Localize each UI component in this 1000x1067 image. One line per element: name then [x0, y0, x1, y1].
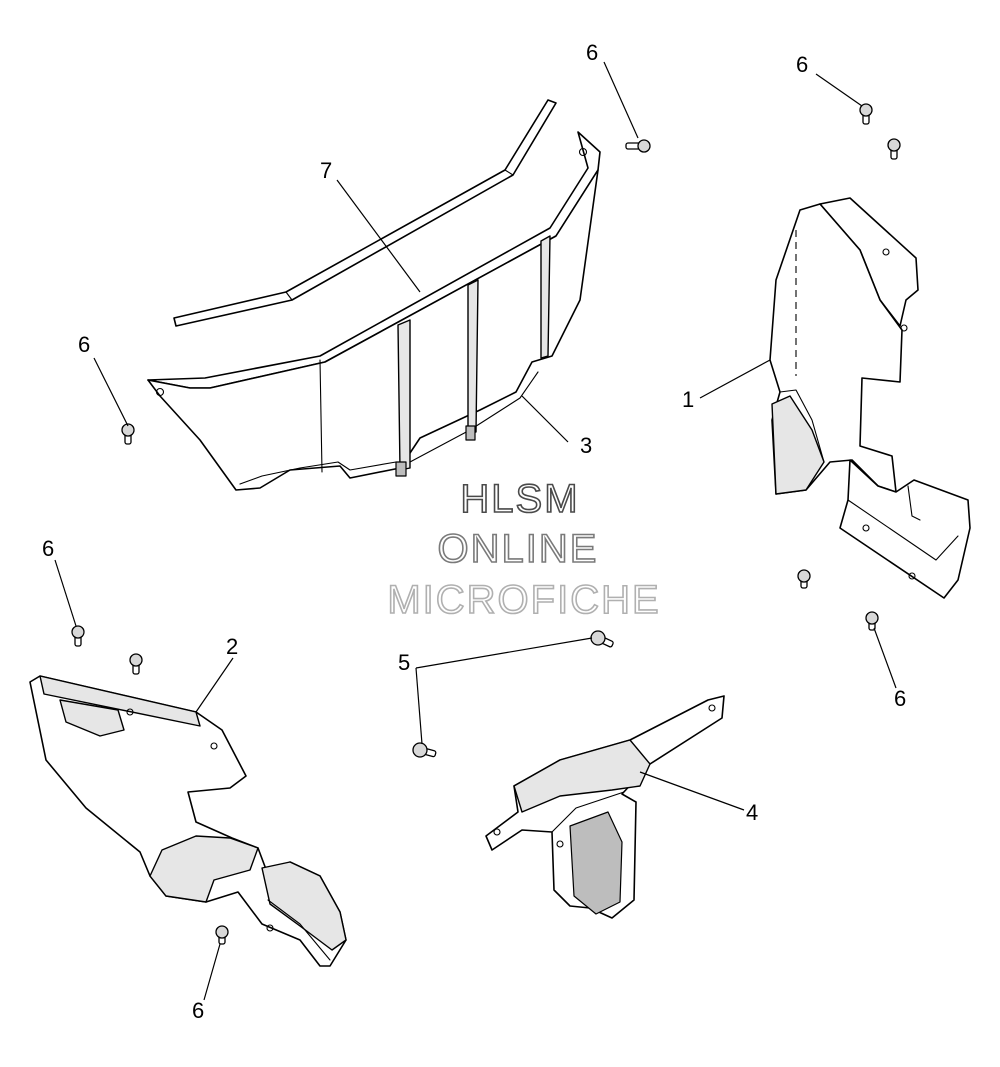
callout-6-left: 6	[78, 332, 90, 357]
part-4-lower-bracket	[485, 695, 725, 919]
fastener-6-a	[625, 139, 651, 153]
part-7-trim-strip	[173, 99, 557, 327]
fastener-6-h	[865, 611, 879, 631]
callout-6-top: 6	[586, 40, 598, 65]
fastener-6-e	[71, 625, 85, 647]
fastener-5-a	[590, 630, 614, 648]
watermark: HLSM ONLINE MICROFICHE	[387, 476, 660, 623]
callout-6-top-right: 6	[796, 52, 808, 77]
callout-6-mid-left: 6	[42, 536, 54, 561]
fastener-6-i	[215, 925, 229, 945]
callout-4: 4	[746, 800, 758, 825]
watermark-line-2: ONLINE	[438, 527, 599, 571]
fastener-5-b	[412, 742, 437, 758]
callout-6-right: 6	[894, 686, 906, 711]
watermark-line-1: HLSM	[460, 477, 579, 521]
fastener-6-g	[797, 569, 811, 589]
callout-6-bottom: 6	[192, 998, 204, 1023]
callout-7: 7	[320, 158, 332, 183]
callout-2: 2	[226, 634, 238, 659]
watermark-line-3: MICROFICHE	[387, 578, 660, 622]
part-3-front-shield	[147, 131, 601, 491]
fastener-6-b	[859, 103, 873, 125]
callout-5: 5	[398, 650, 410, 675]
part-2-left-side-panel	[29, 675, 347, 967]
callout-labels: 7 6 6 6 1 3 6 2 5 6 4 6	[42, 40, 906, 1023]
callout-1: 1	[682, 387, 694, 412]
fastener-6-c	[887, 138, 901, 160]
fastener-6-f	[129, 653, 143, 675]
part-1-right-side-panel	[769, 197, 971, 599]
leader-lines	[54, 61, 897, 1001]
fastener-6-d	[121, 423, 135, 445]
callout-3: 3	[580, 433, 592, 458]
